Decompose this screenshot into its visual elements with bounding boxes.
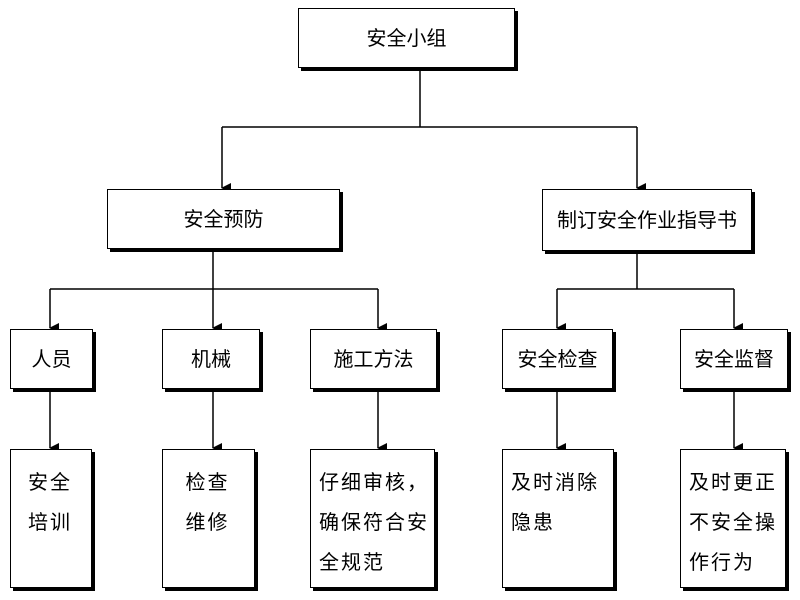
node-label: 制订安全作业指导书: [557, 207, 737, 232]
leaf-line: 隐患: [511, 510, 555, 534]
node-label: 安全检查: [517, 346, 598, 371]
leaf-personnel-training: 安全 培训: [10, 449, 92, 588]
leaf-line: 确保符合安: [319, 510, 429, 534]
node-safety-supervision: 安全监督: [680, 329, 788, 389]
leaf-line: 检查: [185, 470, 230, 494]
leaf-line: 及时更正: [689, 470, 777, 494]
leaf-line: 培训: [28, 510, 72, 534]
node-label: 安全预防: [183, 206, 264, 231]
node-label: 机械: [191, 346, 231, 371]
leaf-line: 安全: [28, 470, 72, 494]
node-safety-inspection: 安全检查: [502, 329, 613, 389]
node-personnel: 人员: [10, 329, 93, 389]
node-label: 施工方法: [333, 346, 414, 371]
node-safety-prevention: 安全预防: [107, 189, 340, 249]
leaf-line: 仔细审核，: [319, 470, 429, 494]
node-label: 安全小组: [366, 25, 447, 50]
node-machinery: 机械: [162, 329, 260, 389]
node-safety-team: 安全小组: [298, 8, 515, 68]
leaf-line: 全规范: [319, 550, 385, 574]
leaf-method-review: 仔细审核， 确保符合安 全规范: [310, 449, 435, 588]
node-label: 人员: [31, 346, 72, 371]
leaf-correct-unsafe-behavior: 及时更正 不安全操 作行为: [680, 449, 786, 588]
node-safety-guide: 制订安全作业指导书: [542, 189, 752, 251]
leaf-eliminate-hazards: 及时消除 隐患: [502, 449, 614, 588]
leaf-line: 作行为: [689, 550, 755, 574]
leaf-line: 及时消除: [511, 470, 599, 494]
leaf-line: 不安全操: [689, 510, 777, 534]
leaf-line: 维修: [185, 510, 230, 534]
node-label: 安全监督: [694, 346, 774, 371]
leaf-inspect-maintain: 检查 维修: [162, 449, 255, 588]
node-construction-method: 施工方法: [310, 329, 437, 389]
